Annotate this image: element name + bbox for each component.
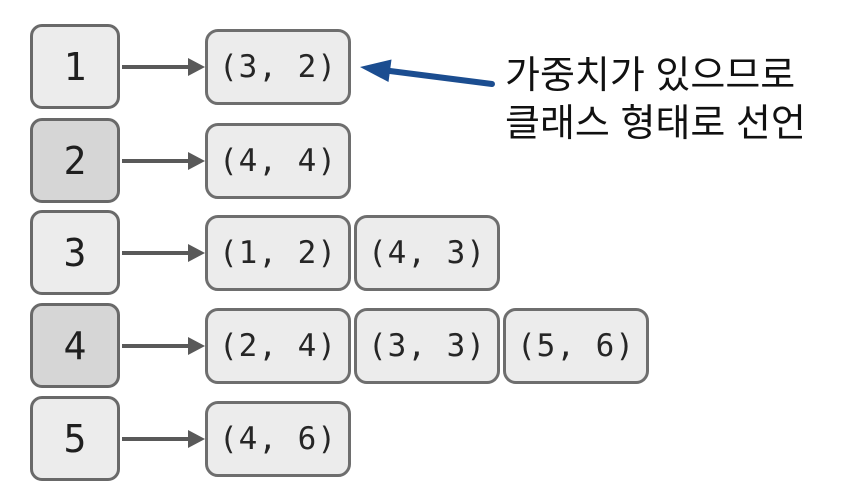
arrow-shaft <box>122 64 189 69</box>
node-label: 2 <box>63 138 87 183</box>
arrow-shaft <box>122 343 189 348</box>
edge-arrow-1 <box>122 57 205 76</box>
edge-arrow-5 <box>122 429 205 448</box>
arrow-head-icon <box>188 57 205 76</box>
edge-arrow-4 <box>122 336 205 355</box>
arrow-head-icon <box>188 336 205 355</box>
edge-cell-3-2: (4, 3) <box>354 214 500 291</box>
annotation-line-2: 클래스 형태로 선언 <box>505 103 806 145</box>
edge-cell-5-1: (4, 6) <box>205 400 351 477</box>
node-box-5: 5 <box>30 396 120 481</box>
edge-cell-4-3: (5, 6) <box>503 307 649 384</box>
node-box-3: 3 <box>30 210 120 295</box>
node-label: 5 <box>63 416 87 461</box>
edge-cell-4-1: (2, 4) <box>205 307 351 384</box>
node-box-2: 2 <box>30 118 120 203</box>
edge-cell-2-1: (4, 4) <box>205 122 351 199</box>
arrow-shaft <box>122 436 189 441</box>
arrow-head-icon <box>188 151 205 170</box>
edge-cell-1-1: (3, 2) <box>205 28 351 105</box>
edge-arrow-3 <box>122 243 205 262</box>
node-box-1: 1 <box>30 24 120 109</box>
node-label: 4 <box>63 323 87 368</box>
annotation-line-1: 가중치가 있으므로 <box>505 55 796 97</box>
arrow-head-icon <box>188 243 205 262</box>
edge-cell-3-1: (1, 2) <box>205 214 351 291</box>
edge-arrow-2 <box>122 151 205 170</box>
node-label: 1 <box>63 44 87 89</box>
arrow-shaft <box>122 250 189 255</box>
arrow-shaft <box>122 158 189 163</box>
arrow-head-icon <box>188 429 205 448</box>
node-label: 3 <box>63 230 87 275</box>
node-box-4: 4 <box>30 303 120 388</box>
edge-cell-4-2: (3, 3) <box>354 307 500 384</box>
annotation-text: 가중치가 있으므로 클래스 형태로 선언 <box>505 52 806 148</box>
